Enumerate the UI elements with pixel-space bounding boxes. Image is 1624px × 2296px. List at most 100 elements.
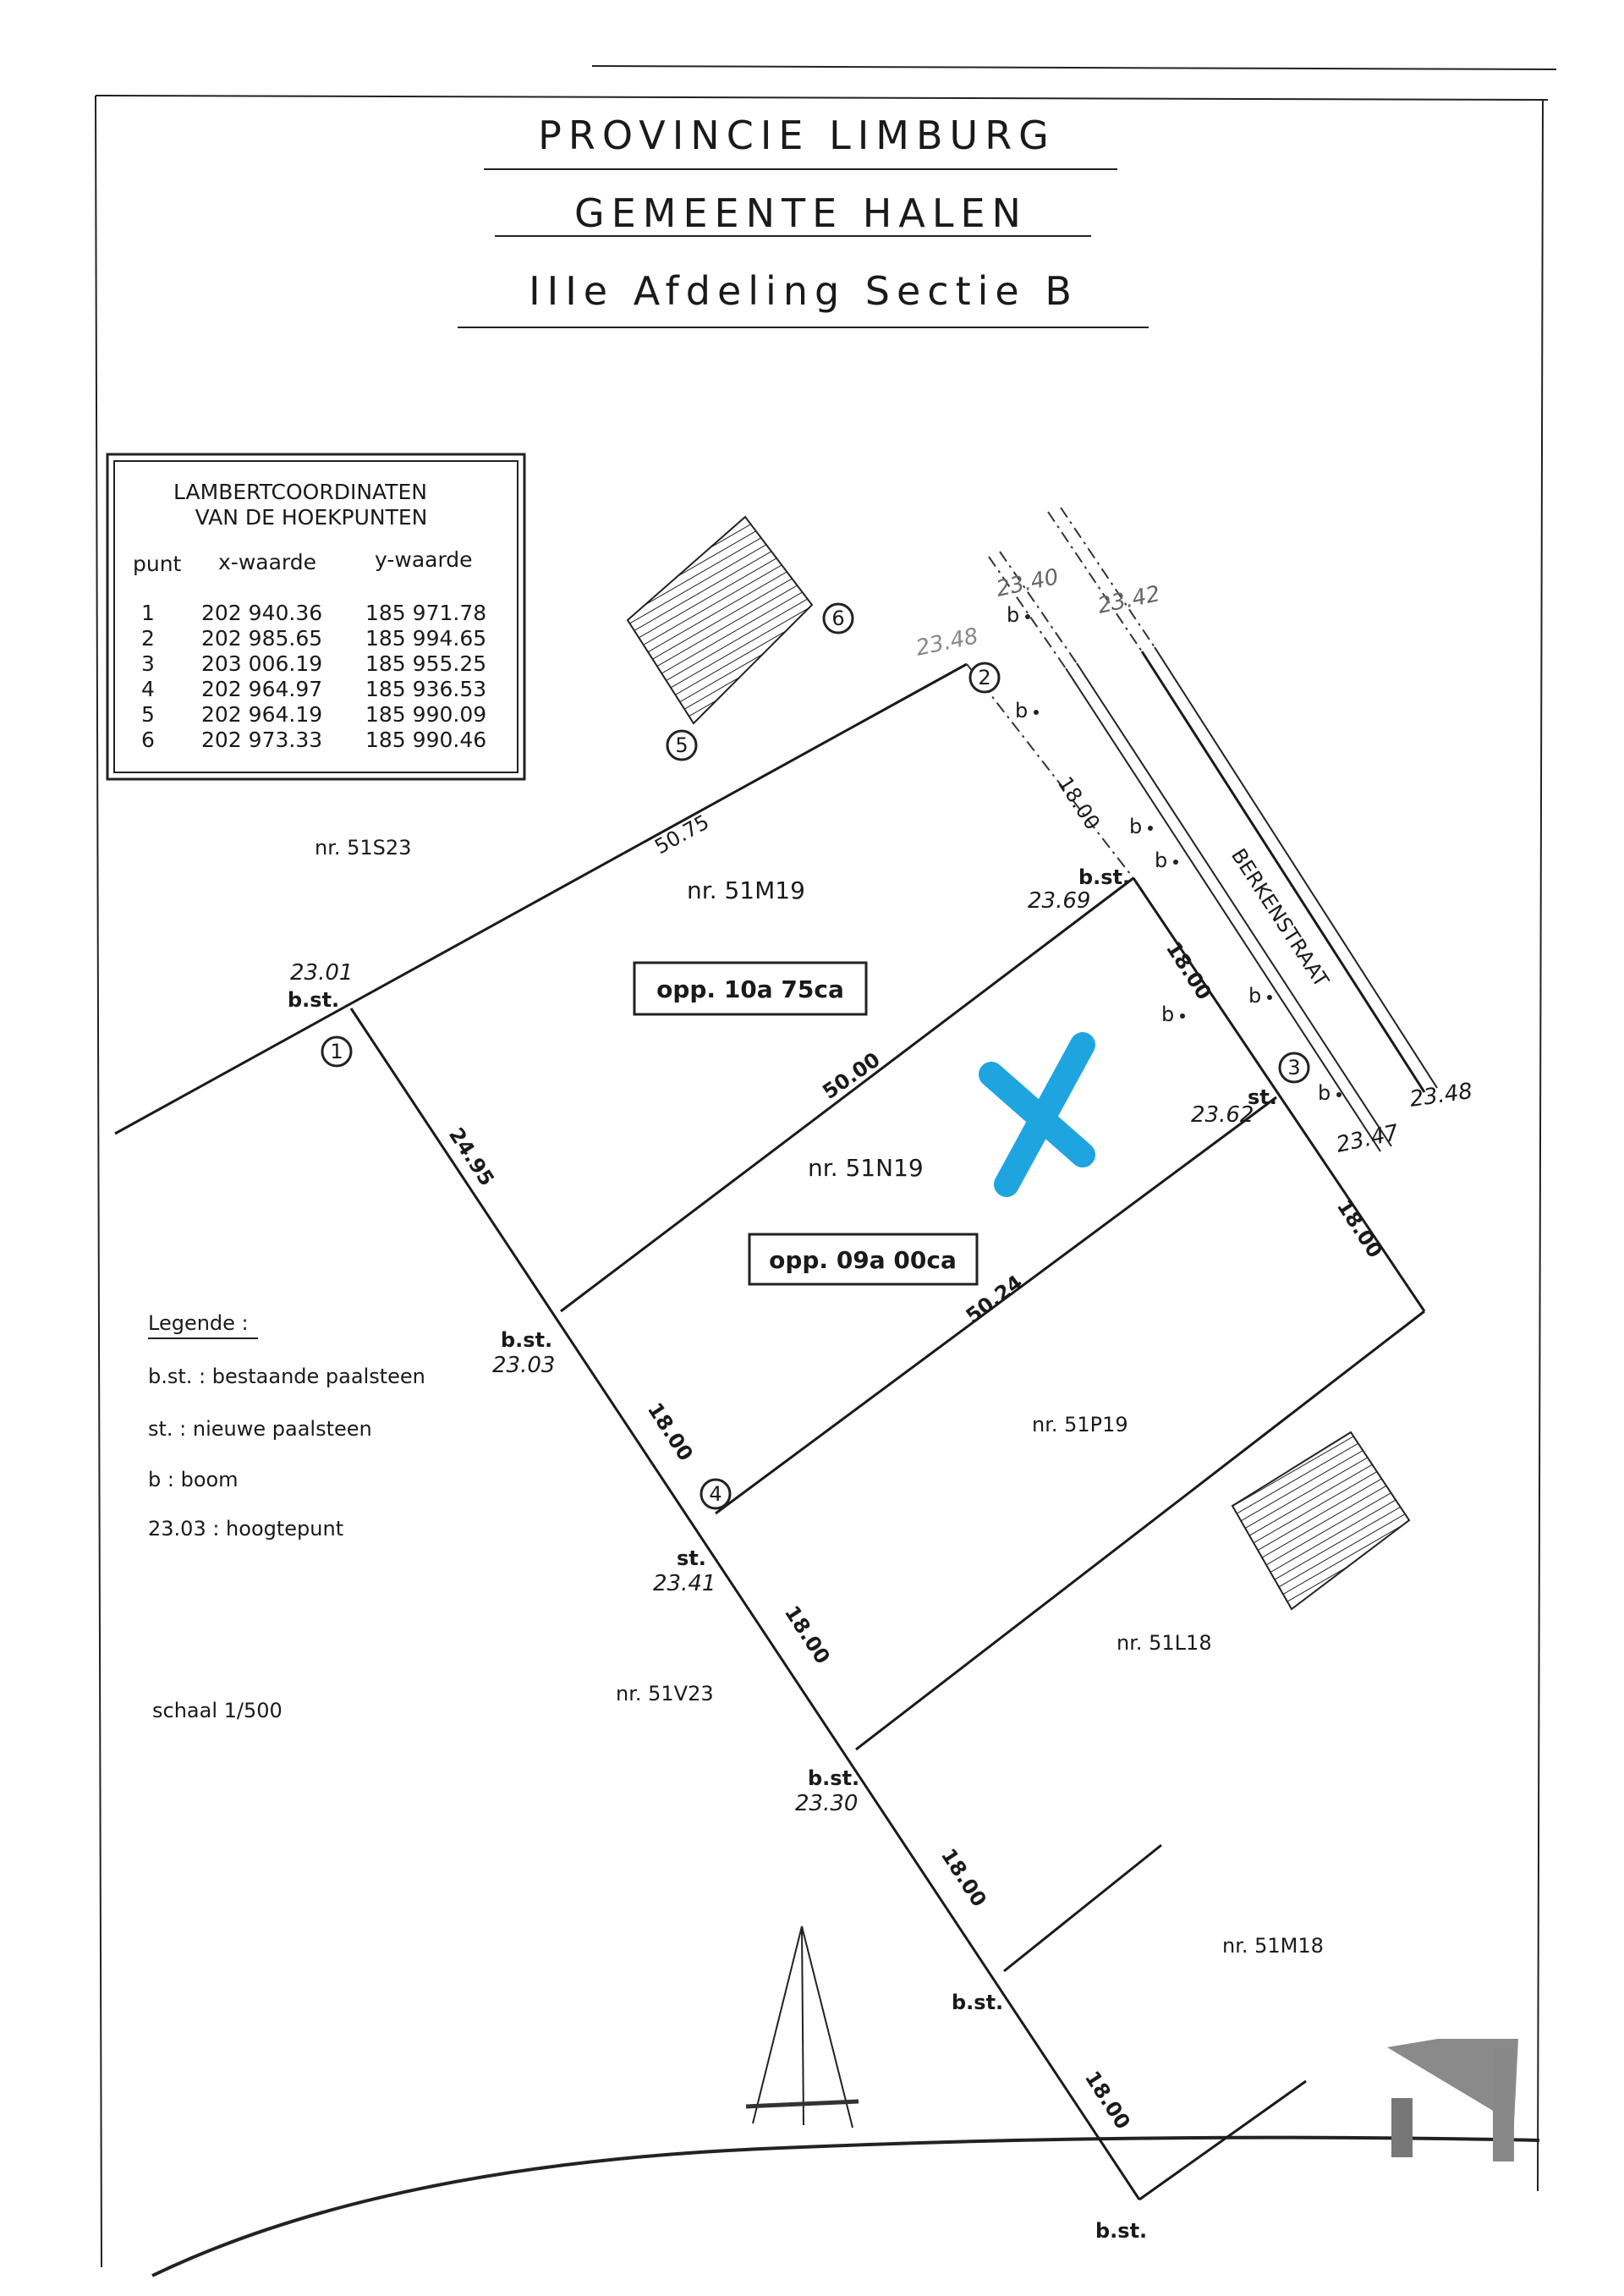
- marker-st: st.: [1248, 1085, 1277, 1109]
- distance-label: 18.00: [1332, 1195, 1387, 1262]
- distance-label: 18.00: [1161, 937, 1216, 1004]
- distance-label: 50.75: [650, 810, 713, 859]
- table-cell: 6: [141, 728, 155, 752]
- legend-item: st. : nieuwe paalsteen: [148, 1417, 372, 1441]
- parcel-labels: nr. 51S23 nr. 51M19 nr. 51N19 nr. 51P19 …: [315, 836, 1324, 1958]
- distance-label: 18.00: [1053, 772, 1105, 834]
- tree-dot: [1173, 860, 1178, 865]
- table-cell: 185 990.09: [365, 702, 486, 727]
- corner-point-number: 4: [709, 1482, 721, 1506]
- area-51M19: opp. 10a 75ca: [656, 975, 844, 1003]
- tree-marker: b: [1015, 699, 1028, 722]
- elevation: 23.47: [1334, 1120, 1401, 1158]
- table-cell: 202 985.65: [201, 626, 322, 651]
- parcel-51V23: nr. 51V23: [616, 1682, 714, 1706]
- tree-dot: [1148, 826, 1153, 831]
- elevation: 23.03: [492, 1353, 555, 1378]
- distance-label: 18.00: [643, 1398, 698, 1465]
- tree-marker: b: [1248, 984, 1261, 1008]
- municipality-title: GEMEENTE HALEN: [574, 190, 1028, 236]
- sheet-frame: [95, 65, 1557, 2277]
- legend-item: b.st. : bestaande paalsteen: [148, 1365, 425, 1388]
- parcel-51P19: nr. 51P19: [1032, 1413, 1128, 1436]
- corner-point-number: 5: [675, 733, 688, 757]
- tree-dot: [1025, 614, 1030, 619]
- column-header-y: y-waarde: [375, 547, 473, 572]
- table-cell: 203 006.19: [201, 651, 322, 676]
- distance-label: 18.00: [780, 1601, 835, 1668]
- corner-point: 3: [1278, 1052, 1310, 1084]
- watermark-logo: [1387, 2039, 1518, 2161]
- legend-item: 23.03 : hoogtepunt: [148, 1517, 343, 1541]
- table-cell: 185 971.78: [365, 601, 486, 625]
- table-cell: 185 936.53: [365, 677, 486, 701]
- legend: Legende : b.st. : bestaande paalsteen st…: [148, 1311, 425, 1722]
- table-cell: 202 973.33: [201, 728, 322, 752]
- tree-marker: b: [1129, 815, 1142, 838]
- marker-bst: b.st.: [952, 1991, 1003, 2014]
- table-title-line2: VAN DE HOEKPUNTEN: [195, 505, 428, 530]
- tree-dot: [1336, 1092, 1341, 1097]
- tree-dot: [1180, 1013, 1185, 1019]
- corner-point: 2: [968, 662, 1001, 694]
- coordinates-table: LAMBERTCOORDINATEN VAN DE HOEKPUNTEN pun…: [106, 453, 526, 781]
- elevation: 23.40: [994, 564, 1061, 602]
- tree-dot: [1267, 995, 1272, 1000]
- corner-point-number: 3: [1287, 1056, 1300, 1079]
- tree-marker: b: [1007, 603, 1019, 627]
- area-box-51N19: opp. 09a 00ca: [748, 1233, 979, 1286]
- marker-st: st.: [677, 1546, 706, 1570]
- tree-dot: [1034, 710, 1039, 715]
- column-header-x: x-waarde: [218, 550, 316, 574]
- table-title-line1: LAMBERTCOORDINATEN: [173, 480, 427, 504]
- elevation: 23.30: [795, 1791, 858, 1816]
- tree-marker: b: [1318, 1081, 1330, 1105]
- table-cell: 185 994.65: [365, 626, 486, 651]
- legend-title: Legende :: [148, 1311, 249, 1335]
- tree-marker: b: [1161, 1002, 1174, 1026]
- header: PROVINCIE LIMBURG GEMEENTE HALEN IIIe Af…: [458, 113, 1149, 328]
- blue-x-marker: [979, 1032, 1095, 1197]
- area-51N19: opp. 09a 00ca: [769, 1246, 957, 1274]
- building-hatched: [1231, 1431, 1411, 1611]
- building-hatched: [626, 515, 814, 725]
- section-title: IIIe Afdeling Sectie B: [529, 268, 1078, 314]
- parcel-boundaries: [114, 662, 1426, 2201]
- marker-bst: b.st.: [1095, 2219, 1147, 2243]
- distance-label: 18.00: [936, 1844, 991, 1911]
- corner-point-number: 6: [831, 607, 844, 630]
- marker-bst: b.st.: [808, 1766, 859, 1790]
- column-header-punt: punt: [133, 552, 182, 576]
- elevation: 23.01: [290, 960, 353, 986]
- elevation: 23.41: [653, 1571, 716, 1596]
- table-cell: 185 990.46: [365, 728, 486, 752]
- table-cell: 185 955.25: [365, 651, 486, 676]
- marker-bst: b.st.: [1078, 865, 1130, 889]
- parcel-51M19: nr. 51M19: [687, 876, 805, 904]
- corner-point-number: 1: [330, 1040, 343, 1063]
- corner-point: 6: [822, 602, 854, 634]
- elevation: 23.42: [1095, 581, 1162, 619]
- legend-item: b : boom: [148, 1468, 239, 1491]
- table-cell: 4: [141, 677, 155, 701]
- parcel-51S23: nr. 51S23: [315, 836, 411, 860]
- province-title: PROVINCIE LIMBURG: [538, 113, 1056, 158]
- elevation: 23.48: [914, 623, 980, 662]
- table-cell: 202 964.97: [201, 677, 322, 701]
- tree-marker: b: [1155, 849, 1167, 872]
- distance-label: 24.95: [444, 1123, 499, 1190]
- parcel-51L18: nr. 51L18: [1116, 1631, 1212, 1655]
- table-cell: 5: [141, 702, 155, 727]
- corner-points: 1 2 3 4 5 6: [321, 602, 1310, 1510]
- scale-label: schaal 1/500: [152, 1699, 283, 1722]
- distance-label: 50.00: [818, 1047, 884, 1103]
- corner-point: 5: [666, 729, 698, 761]
- table-cell: 202 940.36: [201, 601, 322, 625]
- marker-bst: b.st.: [501, 1328, 552, 1352]
- corner-point: 4: [700, 1478, 732, 1510]
- parcel-51N19: nr. 51N19: [808, 1154, 924, 1182]
- survey-markers: b.st. 23.01 b.st. 23.03 st. 23.41 b.st. …: [288, 564, 1474, 2243]
- table-cell: 3: [141, 651, 155, 676]
